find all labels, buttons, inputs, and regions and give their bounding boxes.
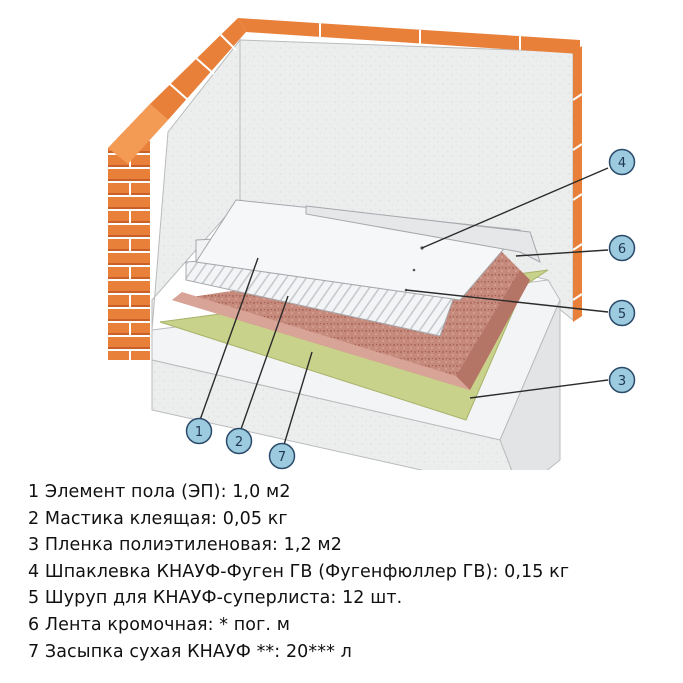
callout-4: 4: [608, 148, 636, 176]
floor-construction-diagram: 1 2 7 3 4 5 6: [108, 18, 636, 470]
legend-item-number: 1: [28, 482, 40, 502]
legend-item-number: 6: [28, 614, 40, 635]
legend-item: 6 Лента кромочная: * пог. м: [28, 612, 678, 639]
callout-5-label: 5: [618, 307, 626, 322]
callout-1: 1: [185, 417, 213, 445]
legend-item-text: Засыпка сухая КНАУФ **: 20*** л: [44, 641, 352, 662]
legend-item: 4 Шпаклевка КНАУФ-Фуген ГВ (Фугенфюллер …: [28, 559, 678, 586]
legend-item-number: 3: [28, 535, 40, 556]
legend-item-text: Шпаклевка КНАУФ-Фуген ГВ (Фугенфюллер ГВ…: [44, 561, 570, 582]
callout-leaders: [199, 167, 609, 449]
callout-3: 3: [608, 366, 636, 394]
callout-3-label: 3: [618, 374, 626, 389]
callout-7: 7: [268, 442, 296, 470]
legend-item-text: Пленка полиэтиленовая: 1,2 м2: [44, 535, 342, 556]
legend-item: 7 Засыпка сухая КНАУФ **: 20*** л: [28, 639, 678, 666]
legend-item: 5 Шуруп для КНАУФ-суперлиста: 12 шт.: [28, 585, 678, 612]
callout-6-label: 6: [618, 242, 626, 257]
legend-item-number: 7: [28, 641, 40, 662]
legend-item-text: Элемент пола (ЭП): 1,0 м2: [44, 482, 291, 502]
materials-legend: 1 Элемент пола (ЭП): 1,0 м2 2 Мастика кл…: [28, 479, 678, 665]
callout-4-label: 4: [618, 156, 626, 171]
legend-item-number: 2: [28, 508, 40, 529]
back-brick-wall: [238, 18, 580, 54]
legend-item: 2 Мастика клеящая: 0,05 кг: [28, 506, 678, 533]
legend-item-text: Шуруп для КНАУФ-суперлиста: 12 шт.: [44, 588, 403, 609]
callout-1-label: 1: [195, 425, 203, 440]
callout-2-label: 2: [235, 435, 243, 450]
legend-item-text: Мастика клеящая: 0,05 кг: [44, 508, 288, 529]
legend-item: 1 Элемент пола (ЭП): 1,0 м2: [28, 479, 678, 506]
callout-5: 5: [608, 299, 636, 327]
right-brick-wall: [572, 46, 583, 322]
legend-item: 3 Пленка полиэтиленовая: 1,2 м2: [28, 532, 678, 559]
callout-7-label: 7: [278, 450, 286, 465]
legend-item-text: Лента кромочная: * пог. м: [44, 614, 291, 635]
legend-item-number: 5: [28, 588, 40, 609]
left-brick-wall: [108, 18, 246, 360]
callout-2: 2: [225, 427, 253, 455]
callout-6: 6: [608, 234, 636, 262]
legend-item-number: 4: [28, 561, 40, 582]
